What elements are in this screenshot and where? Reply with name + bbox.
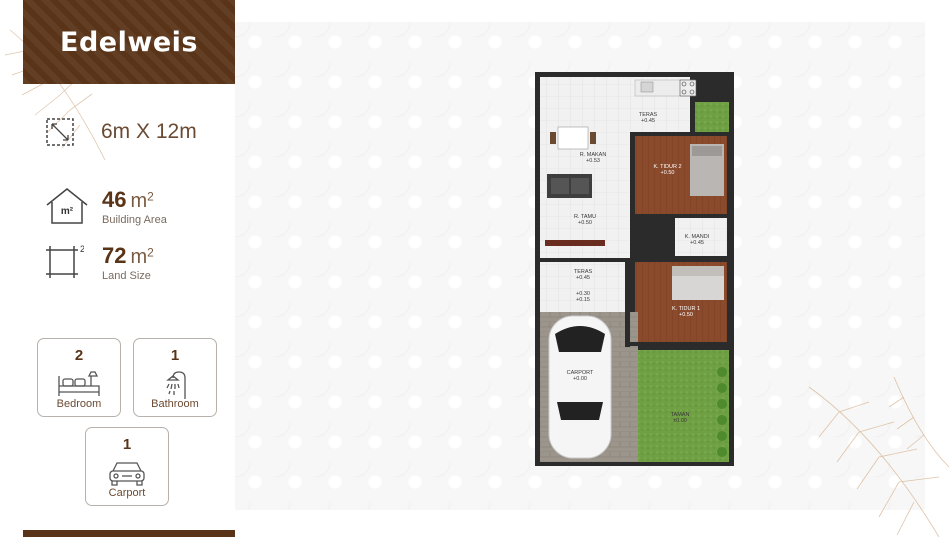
carport-card: 1 Carport: [85, 427, 169, 506]
building-area-sup: 2: [147, 189, 154, 204]
room-label-r-tamu: R. TAMU+0.50: [573, 214, 597, 226]
step-levels: +0.30+0.15: [576, 291, 590, 303]
room-label-k-tidur-2: K. TIDUR 2+0.50: [653, 164, 682, 176]
building-area-unit: m: [130, 189, 148, 212]
room-label-r-makan: R. MAKAN+0.53: [579, 152, 607, 164]
leaf-decoration-icon: [808, 377, 949, 537]
dimensions-spec: 6m X 12m: [44, 116, 197, 148]
bottom-banner: [23, 530, 235, 537]
land-size-icon: 2: [46, 244, 84, 278]
room-label-k-mandi: K. MANDI+0.45: [684, 234, 710, 246]
land-size-value: 72: [102, 242, 127, 268]
building-area-label: Building Area: [102, 213, 167, 226]
bedroom-card: 2 Bedroom: [37, 338, 121, 417]
title-banner: Edelweis: [23, 0, 235, 84]
carport-count: 1: [122, 436, 132, 453]
room-label-k-tidur-1: K. TIDUR 1+0.50: [671, 306, 700, 318]
dimensions-icon: [46, 118, 74, 146]
bedroom-label: Bedroom: [56, 398, 102, 410]
car-icon: [109, 462, 145, 486]
house-area-icon: m²: [46, 188, 88, 224]
floor-plan: TERAS+0.45 R. MAKAN+0.53 K. TIDUR 2+0.50…: [535, 72, 734, 466]
bathroom-count: 1: [170, 347, 180, 364]
floor-plan-drawing: [535, 72, 734, 466]
bathroom-label: Bathroom: [151, 398, 199, 410]
room-label-teras-back: TERAS+0.45: [638, 112, 658, 124]
svg-text:2: 2: [80, 244, 84, 254]
bedroom-count: 2: [74, 347, 84, 364]
land-size-label: Land Size: [102, 269, 151, 282]
shower-icon: [166, 371, 186, 399]
area-icon-text: m²: [61, 206, 74, 217]
room-label-carport: CARPORT+0.00: [566, 370, 594, 382]
building-area-value: 46: [102, 186, 127, 212]
land-size-unit: m: [130, 245, 148, 268]
room-label-teras-front: TERAS+0.45: [573, 269, 593, 281]
dimensions-text: 6m X 12m: [101, 120, 197, 143]
bathroom-card: 1 Bathroom: [133, 338, 217, 417]
bed-icon: [58, 371, 100, 396]
carport-label: Carport: [108, 487, 146, 499]
room-label-taman: TAMAN±0.00: [670, 412, 690, 424]
land-size-sup: 2: [147, 245, 154, 260]
page-title: Edelweis: [60, 26, 198, 58]
